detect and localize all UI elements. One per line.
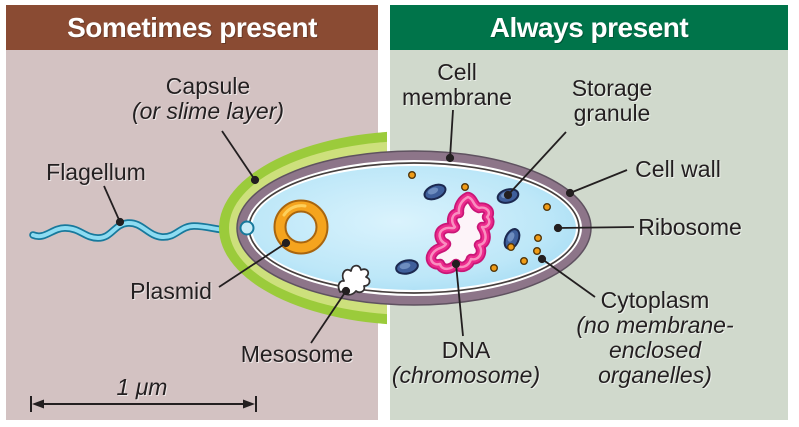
ribosome-dot bbox=[533, 246, 542, 255]
scale-bar-label: 1 μm bbox=[116, 374, 168, 400]
right-header: Always present bbox=[390, 5, 788, 50]
storage-granule-label: Storage granule bbox=[571, 75, 653, 126]
leader-cell-wall bbox=[565, 169, 628, 198]
plasmid-label: Plasmid bbox=[130, 278, 212, 304]
cell-membrane-label: Cell membrane bbox=[402, 59, 512, 110]
dna-label-title: DNA bbox=[441, 337, 491, 363]
leader-ribosome bbox=[553, 223, 635, 233]
leader-flagellum bbox=[103, 185, 125, 227]
ribosome-dot bbox=[520, 257, 529, 266]
leader-cell-membrane bbox=[445, 109, 455, 163]
ribosome-dot bbox=[543, 202, 552, 211]
cytoplasm-label: Cytoplasm (no membrane-enclosed organell… bbox=[553, 288, 758, 388]
leader-cytoplasm bbox=[537, 254, 596, 298]
flagellum-base bbox=[239, 220, 255, 236]
capsule-label-subtitle: (or slime layer) bbox=[131, 98, 285, 124]
leader-plasmid bbox=[218, 238, 291, 288]
ribosome-dot bbox=[507, 242, 516, 251]
scale-bar bbox=[30, 396, 257, 412]
panel-always-present: Always present bbox=[390, 5, 788, 420]
dna-label-subtitle: (chromosome) bbox=[391, 362, 541, 388]
ribosome-dot bbox=[490, 264, 499, 273]
plasmid-shape bbox=[273, 199, 329, 255]
leader-lines bbox=[103, 109, 635, 344]
left-header-label: Sometimes present bbox=[67, 11, 317, 43]
leader-mesosome bbox=[310, 286, 351, 344]
capsule-label: Capsule (or slime layer) bbox=[118, 74, 298, 124]
dna-label: DNA (chromosome) bbox=[376, 338, 556, 388]
cell-wall-label: Cell wall bbox=[635, 156, 721, 182]
leader-capsule bbox=[221, 130, 260, 185]
cytoplasm-label-subtitle: (no membrane-enclosed organelles) bbox=[576, 312, 734, 388]
ribosome-dot bbox=[461, 182, 470, 191]
right-header-label: Always present bbox=[489, 11, 689, 43]
leader-storage-granule bbox=[503, 131, 567, 200]
dna-shape bbox=[425, 191, 495, 275]
leader-dna bbox=[451, 259, 464, 337]
flagellum-label: Flagellum bbox=[46, 159, 146, 185]
ribosome-dot bbox=[534, 233, 543, 242]
flagellum-shape bbox=[29, 219, 249, 242]
left-header: Sometimes present bbox=[6, 5, 378, 50]
capsule-label-title: Capsule bbox=[165, 73, 251, 99]
mesosome-label: Mesosome bbox=[240, 341, 354, 367]
cytoplasm-label-title: Cytoplasm bbox=[600, 287, 710, 313]
ribosome-label: Ribosome bbox=[638, 214, 742, 240]
cytoplasm-shape bbox=[252, 166, 576, 290]
ribosome-dot bbox=[408, 170, 417, 179]
